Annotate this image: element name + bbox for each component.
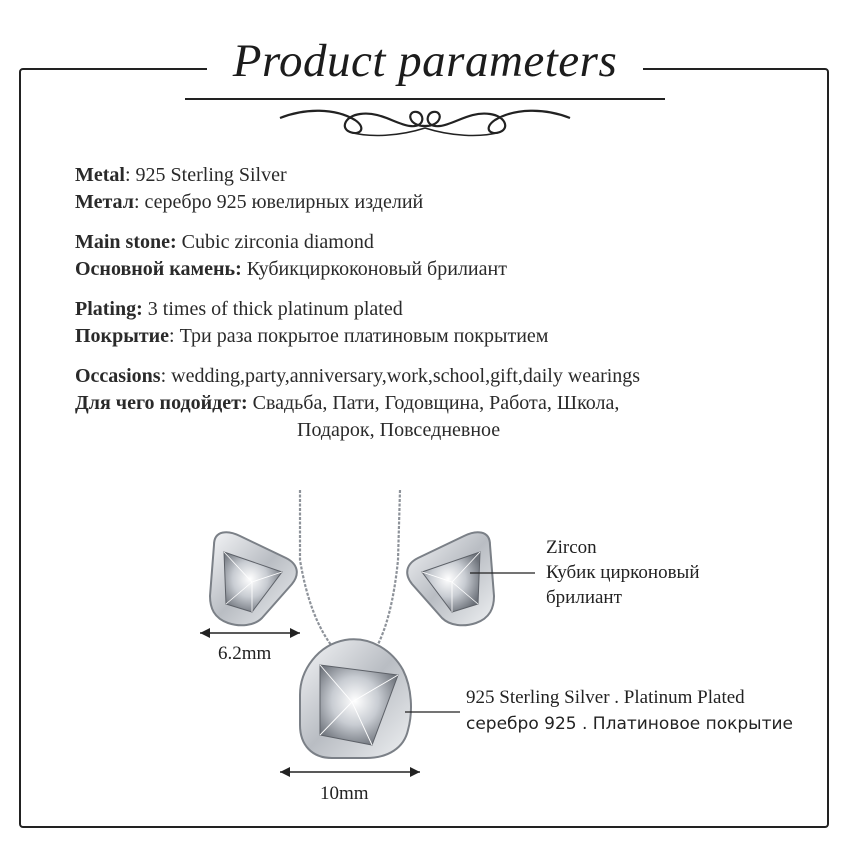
occasions-value-ru: Свадьба, Пати, Годовщина, Работа, Школа, [247,392,620,414]
occasions-label-ru: Для чего подойдет: [75,392,248,414]
earring-left [208,531,298,627]
occasions-label: Occasions [75,365,161,387]
metal-label: Metal [75,164,125,186]
stone-value-ru: Кубикциркоконовый брилиант [241,258,507,280]
param-metal: Metal: 925 Sterling Silver Метал: серебр… [75,162,815,216]
page-title: Product parameters [232,35,618,87]
material-label: 925 Sterling Silver . Platinum Plated [466,687,745,708]
pendant-dimension-arrow [280,767,420,777]
plating-label: Plating: [75,298,143,320]
stone-label: Main stone: [75,231,177,253]
occasions-value-ru-line2: Подарок, Повседневное [297,419,501,441]
metal-value-ru: : серебро 925 ювелирных изделий [133,191,424,213]
earring-right [406,531,496,627]
stone-label-ru: Основной камень: [75,258,242,280]
metal-label-ru: Метал [75,191,134,213]
param-plating: Plating: 3 times of thick platinum plate… [75,296,815,350]
earring-size-label: 6.2mm [218,643,272,664]
plating-value-ru: : Три раза покрытое платиновым покрытием [169,325,549,347]
title-background [207,40,643,100]
earring-dimension-arrow [200,628,300,638]
occasions-value: : wedding,party,anniversary,work,school,… [160,365,641,387]
material-label-ru: серебро 925 . Платиновое покрытие [466,714,794,734]
necklace-chain [298,489,402,651]
plating-value: 3 times of thick platinum plated [142,298,403,320]
zircon-label-ru-2: брилиант [546,587,622,608]
pendant [299,638,412,759]
parameter-list: Metal: 925 Sterling Silver Метал: серебр… [75,162,815,457]
pendant-size-label: 10mm [320,783,369,804]
metal-value: : 925 Sterling Silver [124,164,287,186]
zircon-label-ru-1: Кубик цирконовый [546,562,700,583]
param-main-stone: Main stone: Cubic zirconia diamond Основ… [75,229,815,283]
plating-label-ru: Покрытие [75,325,170,347]
ornament-divider [185,98,665,137]
stone-value: Cubic zirconia diamond [176,231,374,253]
param-occasions: Occasions: wedding,party,anniversary,wor… [75,363,815,444]
zircon-label: Zircon [546,537,597,558]
